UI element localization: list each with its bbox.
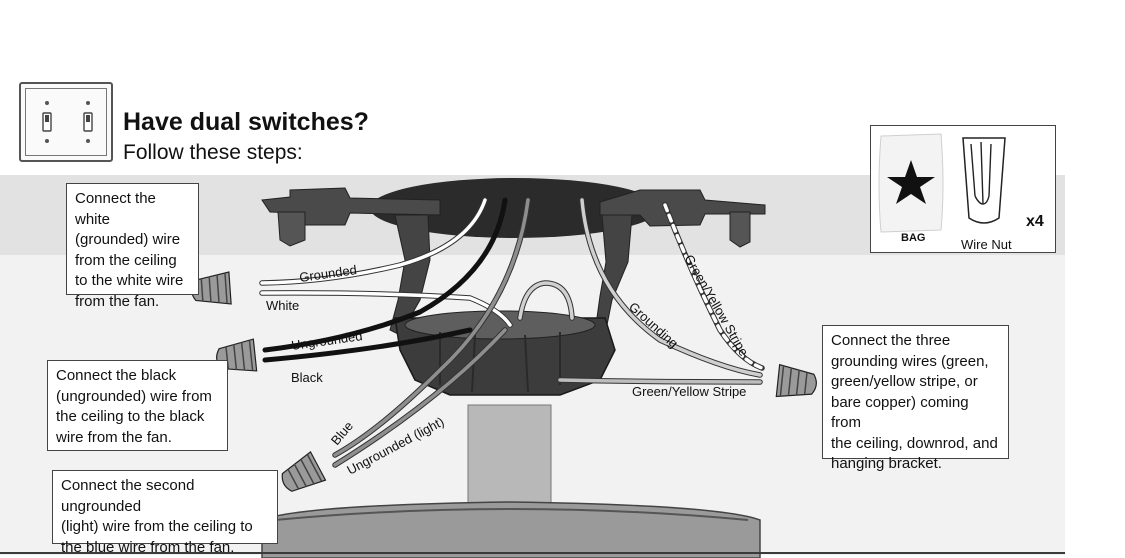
- callout-line: Connect the second ungrounded: [61, 477, 195, 515]
- callout-line: Connect the white: [75, 190, 156, 228]
- callout-line: the ceiling to the black: [56, 408, 205, 425]
- parts-box: BAG Wire Nut x4: [870, 125, 1056, 253]
- wire-nut-ground: [775, 363, 817, 398]
- callout-line: (ungrounded) wire from: [56, 387, 212, 405]
- label-grounding: Grounding: [626, 299, 681, 351]
- left-hanging-bracket: [261, 187, 441, 336]
- label-black: Black: [291, 370, 323, 385]
- downrod: [467, 404, 552, 506]
- callout-line: Connect the black: [56, 367, 177, 384]
- callout-line: from the ceiling: [75, 251, 177, 269]
- callout-line: (light) wire from the ceiling to: [61, 518, 253, 535]
- wire-nut-blue: [281, 450, 327, 492]
- callout-line: the ceiling, downrod, and: [831, 434, 998, 452]
- callout-blue-wire: Connect the second ungrounded (light) wi…: [52, 470, 278, 556]
- callout-line: to the white wire: [75, 272, 184, 289]
- label-grounded: Grounded: [298, 262, 357, 285]
- callout-ground-wires: Connect the three grounding wires (green…: [822, 325, 1009, 472]
- fan-body: [261, 501, 761, 558]
- callout-line: from the fan.: [75, 292, 160, 310]
- bag-icon: [878, 133, 944, 233]
- callout-line: green/yellow stripe, or: [831, 373, 978, 390]
- label-white: White: [266, 298, 299, 313]
- callout-line: (grounded) wire: [75, 231, 181, 248]
- callout-line: hanging bracket.: [831, 455, 942, 472]
- callout-line: the blue wire from the fan.: [61, 538, 235, 556]
- callout-line: wire from the fan.: [56, 428, 172, 446]
- callout-white-wire: Connect the white (grounded) wire from t…: [66, 183, 199, 310]
- heading-title: Have dual switches?: [123, 108, 369, 136]
- label-green-yellow-stripe: Green/Yellow Stripe: [632, 384, 746, 399]
- bottom-rule: [0, 552, 1065, 554]
- right-hanging-bracket: [594, 189, 766, 336]
- wire-nut-label: Wire Nut: [961, 237, 1012, 252]
- quantity-label: x4: [1026, 213, 1044, 230]
- wires: [259, 197, 765, 468]
- callout-line: Connect the three: [831, 332, 951, 349]
- bag-label: BAG: [901, 232, 926, 244]
- wire-nut-icon: [962, 137, 1006, 224]
- callout-line: grounding wires (green,: [831, 352, 989, 370]
- fan-motor-housing: [394, 310, 616, 396]
- label-green-yellow-stripe-top: Green/Yellow Stripe: [681, 252, 751, 359]
- callout-black-wire: Connect the black (ungrounded) wire from…: [47, 360, 228, 451]
- heading-subtitle: Follow these steps:: [123, 141, 303, 164]
- dual-switch-icon: [19, 82, 113, 162]
- callout-line: bare copper) coming from: [831, 393, 969, 432]
